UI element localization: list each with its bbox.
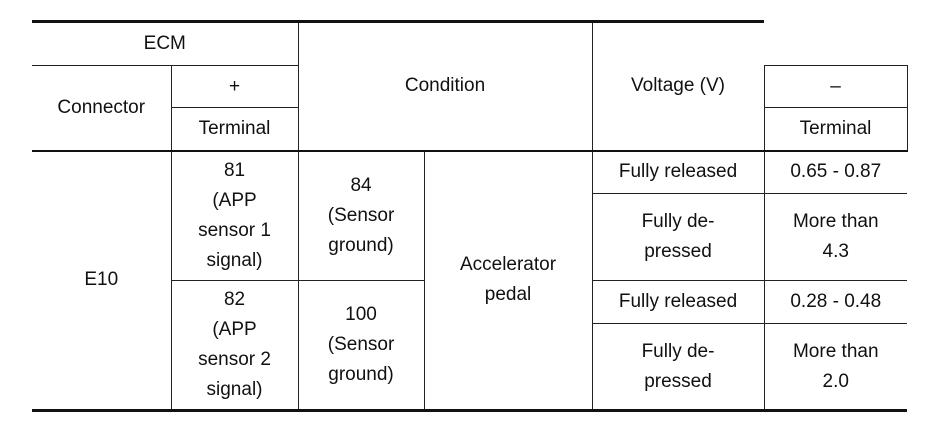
sensor1-plus-terminal: 81 (APP sensor 1 signal) [170,150,299,281]
sensor2-state1-voltage: 0.28 - 0.48 [763,280,908,324]
sensor1-state1-condition: Fully released [591,150,765,194]
voltage-header: Voltage (V) [591,20,765,152]
plus-header: + [170,65,299,108]
sensor1-state2-voltage: More than 4.3 [763,193,908,281]
sensor2-state2-condition: Fully de- pressed [591,323,765,412]
sensor2-minus-terminal: 100 (Sensor ground) [297,280,425,412]
connector-cell: E10 [32,150,172,412]
condition-header: Condition [297,20,593,152]
sensor1-minus-terminal: 84 (Sensor ground) [297,150,425,281]
sensor2-state1-condition: Fully released [591,280,765,324]
sensor1-state1-voltage: 0.65 - 0.87 [763,150,908,194]
condition-item-cell: Accelerator pedal [423,150,593,412]
ecm-header: ECM [32,20,299,66]
sensor1-state2-condition: Fully de- pressed [591,193,765,281]
minus-terminal-header: Terminal [763,107,908,152]
connector-header: Connector [32,65,172,152]
ecm-terminal-voltage-table: ECM Condition Voltage (V) Connector + – … [32,20,908,412]
sensor2-plus-terminal: 82 (APP sensor 2 signal) [170,280,299,412]
plus-terminal-header: Terminal [170,107,299,152]
sensor2-state2-voltage: More than 2.0 [763,323,908,412]
minus-header: – [763,65,908,108]
